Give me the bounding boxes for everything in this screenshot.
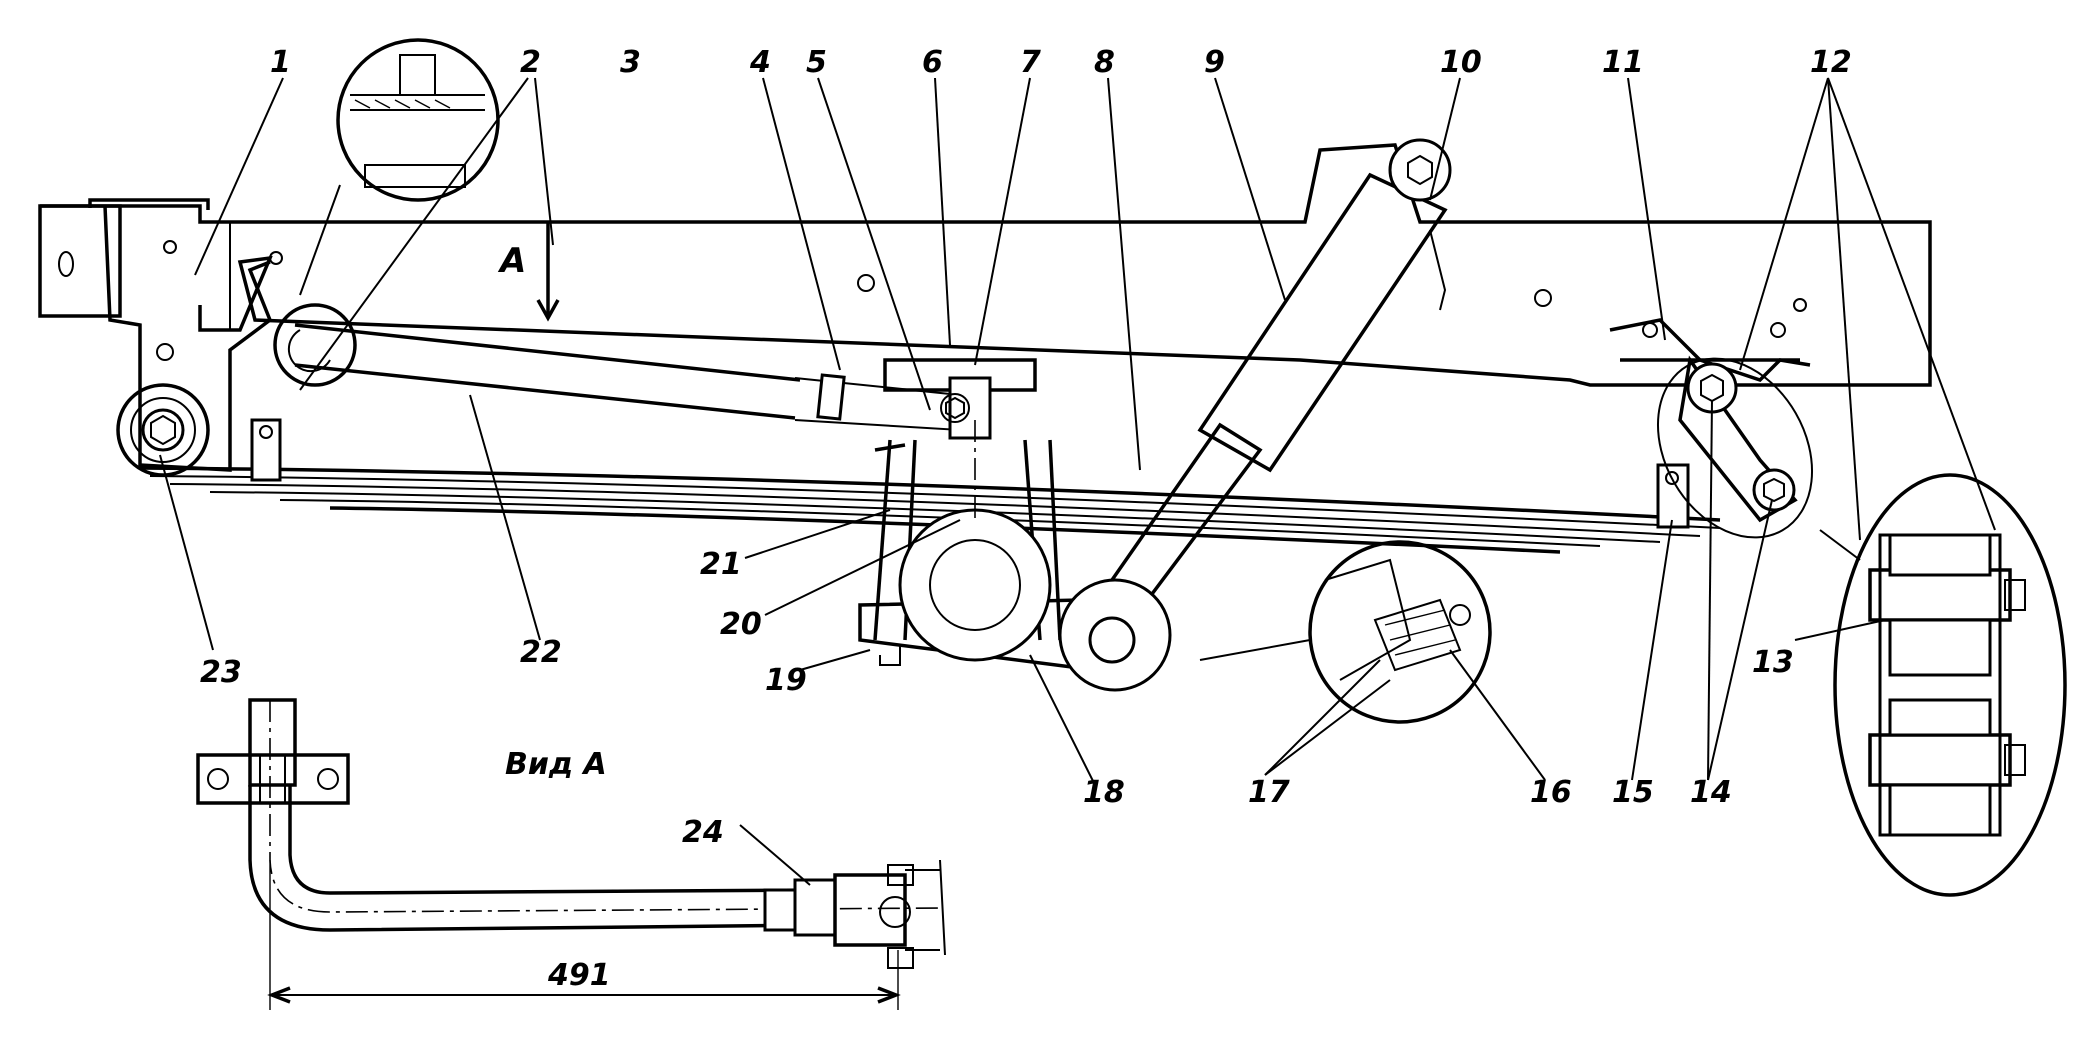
bushing-zoom-view (299, 38, 500, 296)
callout-9: 9 (1204, 45, 1225, 80)
view-arrow-label: A (497, 241, 526, 281)
callout-4: 4 (749, 45, 771, 80)
callout-5: 5 (806, 45, 827, 80)
shackle-detail-view (1819, 473, 2067, 897)
callout-21: 21 (700, 547, 742, 582)
callout-13: 13 (1752, 645, 1794, 680)
leader-lines (159, 77, 1996, 886)
callout-20: 20 (720, 607, 762, 642)
callout-15: 15 (1612, 775, 1654, 810)
front-spring-eye (116, 383, 210, 477)
callout-labels: 1 2 3 4 5 6 7 8 9 10 11 12 13 14 15 16 1… (200, 45, 1852, 993)
callout-10: 10 (1440, 45, 1482, 80)
callout-17: 17 (1248, 775, 1290, 810)
rear-shackle (1609, 318, 1814, 539)
view-title: Вид А (505, 747, 607, 782)
reaction-rod (273, 303, 961, 432)
callout-11: 11 (1602, 45, 1644, 80)
callout-16: 16 (1530, 775, 1572, 810)
callout-3: 3 (620, 45, 641, 80)
view-a-arrow (536, 222, 560, 322)
callout-23: 23 (200, 655, 242, 690)
axle-assembly (858, 358, 1113, 672)
callout-18: 18 (1083, 775, 1125, 810)
callout-12: 12 (1810, 45, 1852, 80)
leaf-spring (139, 418, 1721, 554)
callout-2: 2 (520, 45, 541, 80)
callout-22: 22 (520, 635, 562, 670)
callout-7: 7 (1020, 45, 1041, 80)
callout-6: 6 (922, 45, 943, 80)
dimension-label: 491 (547, 958, 611, 993)
callout-24: 24 (682, 815, 724, 850)
callout-19: 19 (765, 663, 807, 698)
callout-1: 1 (270, 45, 291, 80)
view-a-drawing (196, 698, 946, 1010)
bushing-detail-view (1199, 540, 1492, 724)
shock-absorber (1058, 138, 1452, 692)
callout-14: 14 (1690, 775, 1732, 810)
callout-8: 8 (1094, 45, 1115, 80)
frame-side-member (40, 143, 1932, 387)
